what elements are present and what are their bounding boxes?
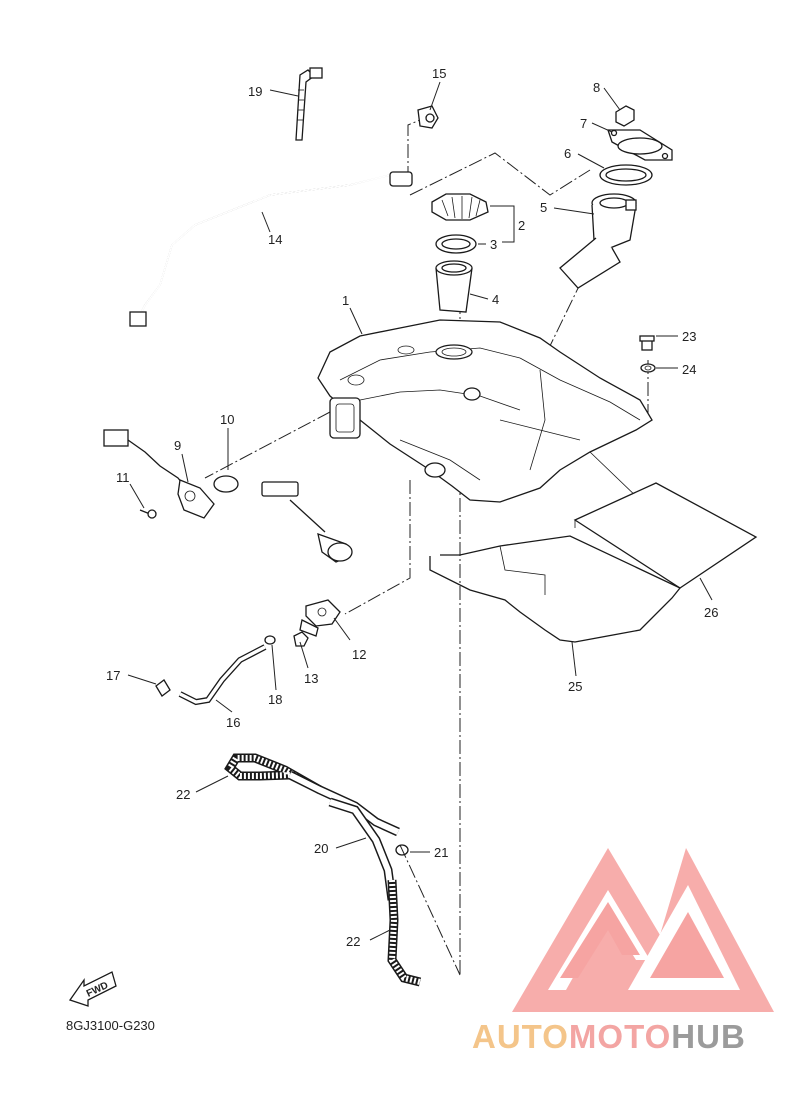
callout-9: 9 [174,438,181,453]
part-10-oring [213,475,239,493]
part-8-nut [615,105,635,127]
part-20-drain-hose [287,770,400,901]
callout-23: 23 [682,329,696,344]
part-6-gasket [599,164,653,186]
callout-17: 17 [106,668,120,683]
callout-20: 20 [314,841,328,856]
part-12-fuel-cock [299,599,341,637]
callout-22b: 22 [346,934,360,949]
assembly-lines [204,119,649,976]
watermark-moto: MOTO [568,1018,672,1055]
callout-24: 24 [682,362,696,377]
part-2-fuel-cap [431,193,489,221]
watermark-auto: AUTO [472,1018,569,1055]
callout-22a: 22 [176,787,190,802]
callout-16: 16 [226,715,240,730]
part-22-protector-bottom [387,879,422,987]
callout-8: 8 [593,80,600,95]
part-5-fuel-pump [559,193,637,289]
callout-7: 7 [580,116,587,131]
diagram-code: 8GJ3100-G230 [66,1018,155,1033]
callout-3: 3 [490,237,497,252]
callout-1: 1 [342,293,349,308]
watermark-logo-icon [512,848,774,1012]
callout-10: 10 [220,412,234,427]
part-22-protector-top [224,753,323,794]
part-15-clip [417,105,439,129]
part-19-cable-tie [295,67,323,141]
part-1-fuel-tank [317,319,653,521]
callout-11: 11 [116,470,130,485]
callout-4: 4 [492,292,499,307]
watermark-hub: HUB [671,1018,746,1055]
callout-15: 15 [432,66,446,81]
part-11-screw [139,509,157,519]
sender-float-arm [261,481,353,563]
part-21-clip [395,844,409,856]
part-13-bolt [293,631,309,647]
callout-25: 25 [568,679,582,694]
part-24-washer [640,363,656,373]
part-7-plate [607,129,673,161]
leader-lines [127,81,713,941]
callout-18: 18 [268,692,282,707]
part-14-breather-hose [129,171,413,327]
part-3-ring [435,234,477,254]
part-9-sender-unit [103,429,215,519]
callout-21: 21 [434,845,448,860]
part-23-bolt [639,335,655,351]
part-16-fuel-hose [178,644,267,706]
callout-19: 19 [248,84,262,99]
fwd-arrow-icon: FWD [68,971,117,1007]
callout-14: 14 [268,232,282,247]
part-17-clip [155,679,171,697]
part-18-clip [264,635,276,645]
part-4-filler-neck [435,260,473,313]
callout-26: 26 [704,605,718,620]
callout-6: 6 [564,146,571,161]
callout-12: 12 [352,647,366,662]
callout-5: 5 [540,200,547,215]
callout-2: 2 [518,218,525,233]
part-labels: 19 15 8 7 6 5 2 3 4 14 1 23 24 10 9 11 1… [106,66,718,949]
watermark-text: AUTOMOTOHUB [472,1018,746,1056]
part-25-under-pad [429,535,682,643]
callout-13: 13 [304,671,318,686]
part-26-pad [573,482,758,589]
